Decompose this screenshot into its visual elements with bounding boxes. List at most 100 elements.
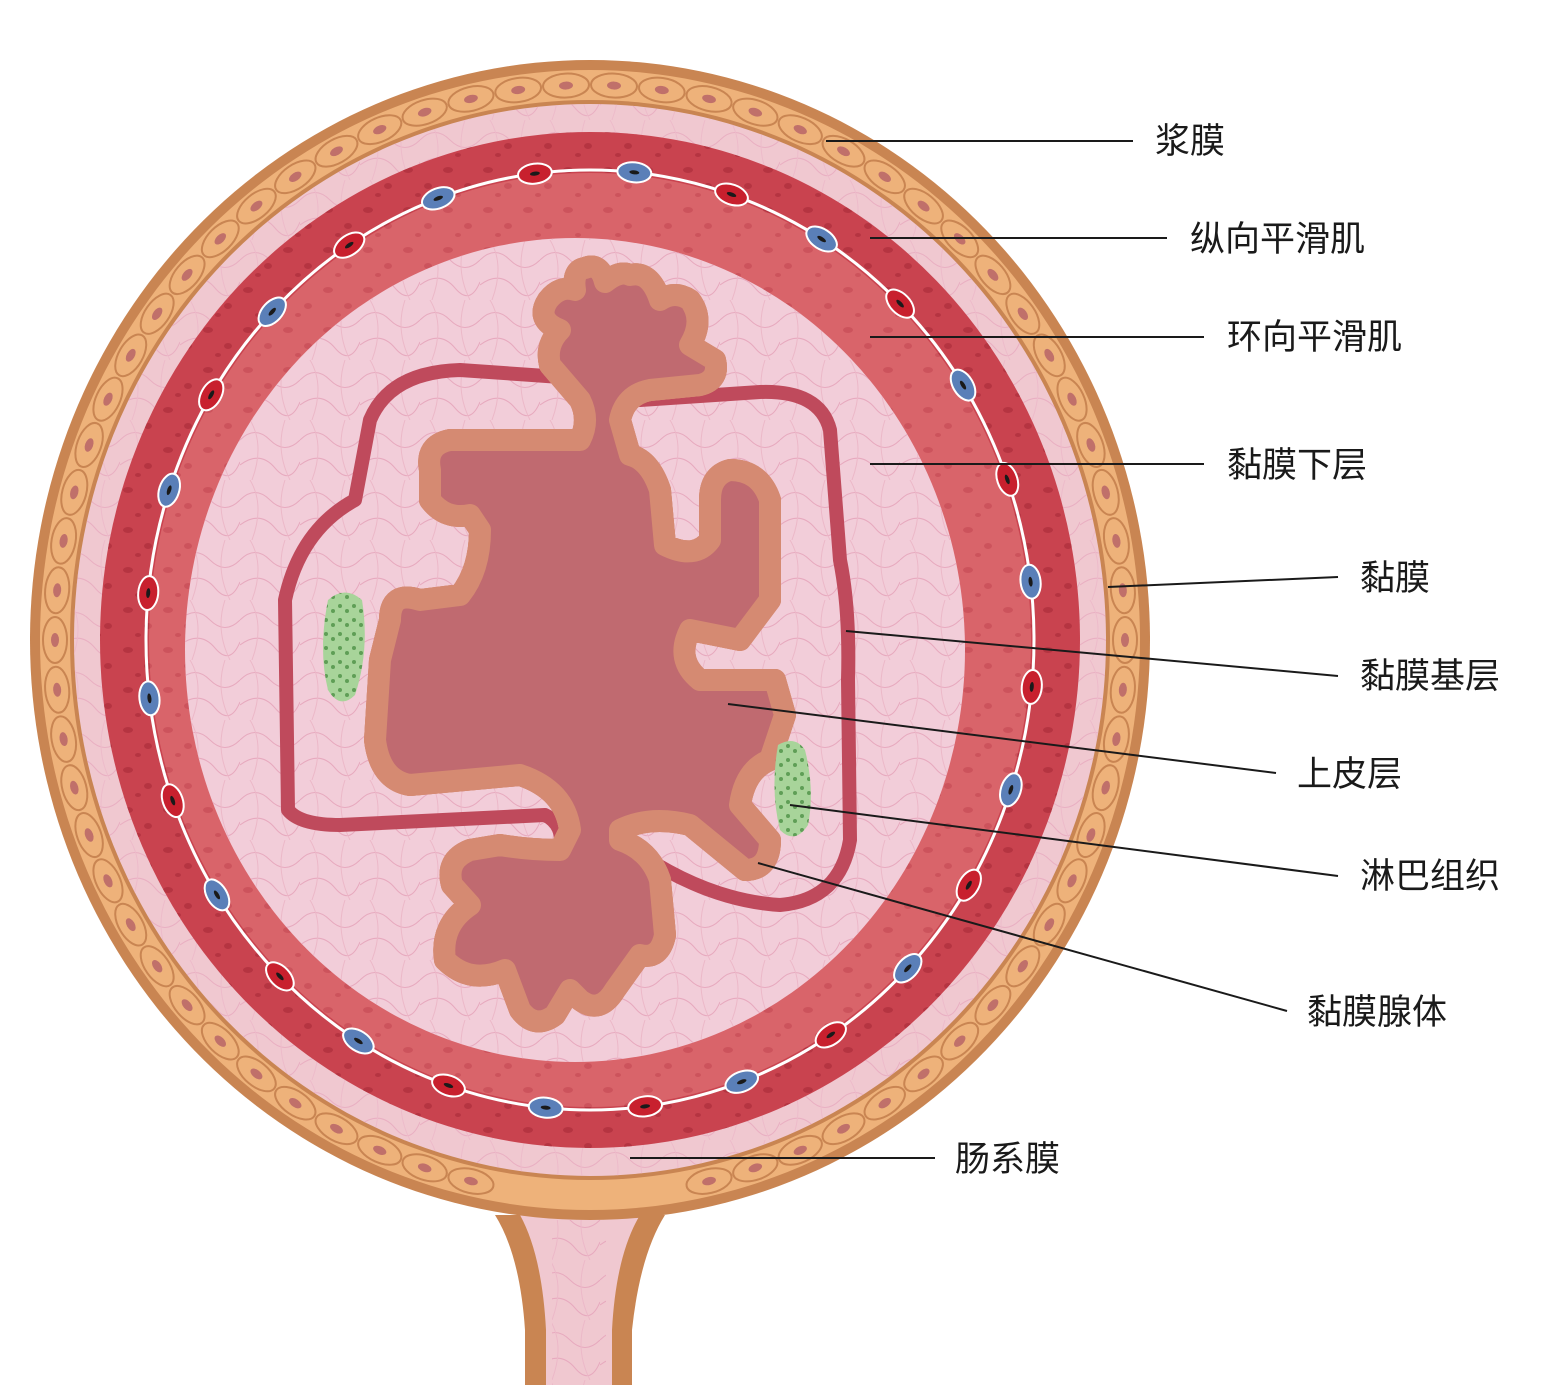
vessel-lumen: [896, 299, 904, 308]
serosa-cell-nucleus: [654, 85, 669, 95]
serosa-cell-nucleus: [1101, 485, 1110, 500]
serosa-cell-nucleus: [53, 583, 62, 598]
serosa-cell-nucleus: [793, 125, 807, 135]
serosa-cell-nucleus: [373, 125, 387, 135]
serosa-cell-nucleus: [289, 171, 302, 182]
vessel-lumen: [433, 195, 443, 201]
serosa-cell-nucleus: [59, 533, 68, 548]
blood-vessels: [137, 161, 1043, 1119]
vessel-lumen: [640, 1104, 651, 1109]
serosa-cell-nucleus: [214, 233, 226, 245]
serosa-cell-nucleus: [417, 1163, 432, 1173]
serosa-cell-nucleus: [214, 1035, 226, 1047]
vessel-lumen: [354, 1037, 363, 1045]
vessel-lumen: [268, 307, 276, 316]
serosa-cell-nucleus: [84, 438, 94, 452]
vessel-lumen: [959, 380, 967, 390]
serosa-cell-nucleus: [250, 1068, 263, 1080]
serosa-cell-nucleus: [702, 94, 716, 104]
label-circular-muscle: 环向平滑肌: [1227, 318, 1402, 358]
serosa-cell-nucleus: [59, 732, 68, 747]
vessel-lumen: [1028, 576, 1033, 587]
serosa-cell-nucleus: [1101, 780, 1110, 795]
serosa-cell-nucleus: [181, 268, 193, 281]
serosa-cell-nucleus: [417, 107, 432, 117]
serosa-cell-nucleus: [607, 81, 621, 90]
label-submucosa: 黏膜下层: [1227, 446, 1367, 486]
vessel-lumen: [726, 191, 737, 198]
serosa-cell-nucleus: [53, 682, 62, 697]
vessel-lumen: [965, 880, 972, 890]
vessel-lumen: [529, 171, 540, 176]
serosa-cell-nucleus: [1086, 438, 1096, 452]
vessel-lumen: [213, 890, 221, 900]
lumen-and-epithelium: [364, 267, 796, 1022]
serosa-cell-nucleus: [793, 1145, 807, 1155]
leader-mucosa: [1107, 576, 1339, 588]
serosa-cell-nucleus: [1118, 682, 1127, 697]
serosa-cell-nucleus: [70, 780, 79, 795]
serosa-cell-nucleus: [917, 1068, 930, 1080]
serosa-cell-nucleus: [837, 146, 850, 157]
vessel-lumen: [146, 588, 151, 599]
vessel-lumen: [208, 390, 215, 400]
lymphoid-tissue-nodules: [323, 592, 811, 837]
serosa-cell-nucleus: [181, 999, 193, 1012]
serosa-cell-nucleus: [1017, 960, 1029, 973]
serosa-cell-nucleus: [84, 828, 94, 842]
label-longitudinal-muscle: 纵向平滑肌: [1190, 220, 1365, 260]
mesentery-stalk: [495, 1215, 665, 1385]
vessel-lumen: [629, 170, 640, 175]
vessel-lumen: [817, 235, 826, 243]
serosa-cell-nucleus: [1121, 633, 1129, 647]
serosa-cell-nucleus: [987, 268, 999, 281]
serosa-cell-nucleus: [373, 1145, 387, 1155]
vessel-lumen: [1029, 681, 1034, 692]
serosa-cell-nucleus: [464, 94, 478, 104]
serosa-cell-nucleus: [1112, 732, 1121, 747]
vessel-lumen: [1004, 474, 1010, 485]
labels: 浆膜 纵向平滑肌 环向平滑肌 黏膜下层 黏膜 黏膜基层 上皮层 淋巴组织 黏膜腺…: [955, 122, 1500, 1180]
serosa-cell-nucleus: [559, 81, 573, 90]
leader-mucosal-glands: [757, 862, 1288, 1012]
leader-lymphoid: [789, 804, 1339, 877]
vessel-lumen: [904, 964, 912, 973]
serosa-cell-nucleus: [878, 1098, 891, 1109]
serosa-cell-nucleus: [1044, 348, 1055, 362]
serosa-cell-nucleus: [103, 874, 113, 888]
vessel-lumen: [166, 485, 172, 495]
serosa-cell-nucleus: [464, 1176, 478, 1186]
label-epithelium: 上皮层: [1297, 755, 1402, 795]
serosa-cell-nucleus: [511, 85, 526, 95]
serosa-cell-nucleus: [289, 1098, 302, 1109]
serosa-cell-nucleus: [151, 307, 163, 320]
serosa-cell-nucleus: [125, 348, 136, 362]
label-serosa: 浆膜: [1155, 122, 1225, 162]
label-mucosal-glands: 黏膜腺体: [1307, 993, 1447, 1033]
serosa-cell-nucleus: [1112, 533, 1121, 548]
serosa-cell-nucleus: [70, 485, 79, 500]
serosa-cell-nucleus: [878, 171, 891, 182]
label-mesentery: 肠系膜: [955, 1140, 1060, 1180]
serosa-cell-nucleus: [837, 1123, 850, 1134]
serosa-cell-nucleus: [1044, 918, 1055, 932]
serosa-cell-nucleus: [748, 107, 763, 117]
serosa-cell-nucleus: [702, 1176, 716, 1186]
serosa-cell-nucleus: [103, 392, 113, 406]
serosa-cell-nucleus: [330, 146, 343, 157]
leader-lines: [630, 140, 1339, 1159]
vessel-lumen: [344, 241, 354, 249]
serosa-cell-nucleus: [125, 918, 136, 932]
vessel-lumen: [170, 795, 176, 806]
serosa-cell-nucleus: [250, 200, 263, 212]
vessel-lumen: [826, 1031, 836, 1039]
vessel-lumen: [1008, 785, 1014, 795]
label-muscularis-mucosae: 黏膜基层: [1360, 657, 1500, 697]
serosa-cell-nucleus: [917, 200, 930, 212]
leader-muscularis-mucosae: [845, 630, 1339, 677]
vessel-lumen: [443, 1082, 454, 1089]
serosa-cell-nucleus: [1067, 392, 1077, 406]
serosa-cell-nucleus: [748, 1163, 763, 1173]
serosa-cell-nucleus: [1017, 307, 1029, 320]
